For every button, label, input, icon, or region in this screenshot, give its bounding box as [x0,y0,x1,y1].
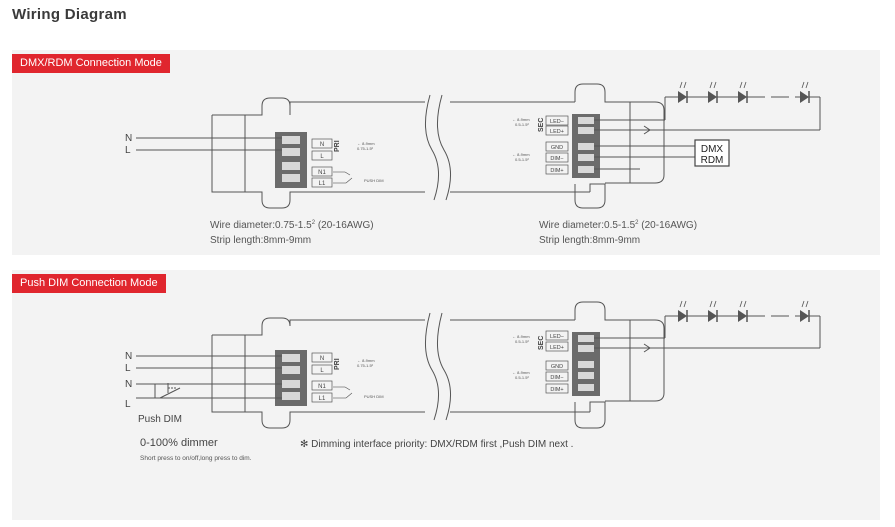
dmx-sec-gauge-note-2: 0.5-1.5² [515,157,529,162]
push-pri-gauge-note: 0.75-1.5² [357,363,374,368]
dmx-box-label: DMX [701,144,724,155]
push-input-l2: L [125,399,131,410]
dmx-pri-terminal-block [275,132,307,188]
dmx-pri-term-n: N [320,142,324,148]
push-sec-gauge-note: 0.5-1.5² [515,339,529,344]
push-pri-term-l1: L1 [319,396,326,402]
dmx-controller-box [694,139,730,167]
push-push-switch-symbol [333,386,353,399]
dmx-sec-gauge-note: 0.5-1.5² [515,122,529,127]
dmx-sec-term-dim-minus: DIM− [550,156,563,162]
dmx-sec-strip-note: ← 8-9mm [512,117,530,122]
push-sec-term-dim-plus: DIM+ [550,387,563,393]
push-pri-term-n1: N1 [318,384,326,390]
dmx-pri-term-l: L [320,154,324,160]
push-sec-label: SEC [538,336,545,350]
dmx-push-dim-small: PUSH DIM [364,178,384,183]
dmx-wire-left-diameter: Wire diameter:0.75-1.52 (20-16AWG) [210,220,374,231]
dmx-sec-term-led-plus: LED+ [550,129,564,135]
dmx-sec-terminal-labels [545,115,569,175]
push-sec-term-led-plus: LED+ [550,345,564,351]
dmx-led-4 [799,81,810,104]
dmx-pri-strip-note: ← 8-9mm [357,141,375,146]
dmx-wire-right-strip: Strip length:8mm-9mm [539,235,640,246]
push-pri-terminal-block [275,350,307,406]
push-sec-strip-note-2: ← 8-9mm [512,370,530,375]
push-sec-term-gnd: GND [551,364,563,370]
push-pri-strip-note: ← 8-9mm [357,358,375,363]
priority-note: ✻ Dimming interface priority: DMX/RDM fi… [300,439,573,450]
dmx-pri-gauge-note: 0.75-1.5² [357,146,374,151]
dmx-section-heading: DMX/RDM Connection Mode [12,54,170,73]
dmx-sec-term-dim-plus: DIM+ [550,168,563,174]
push-input-l: L [125,363,131,374]
dmx-pri-label: PRI [334,140,341,152]
dmx-section-panel [12,50,880,255]
rdm-box-label: RDM [701,155,724,166]
dmx-led-1 [677,81,688,104]
push-pri-terminal-labels [311,352,333,403]
push-led-1 [677,300,688,323]
dmx-wire-right-diameter: Wire diameter:0.5-1.52 (20-16AWG) [539,220,697,231]
dmx-led-2 [707,81,718,104]
dmx-driver-diagram [211,83,665,209]
push-led-3 [737,300,748,323]
push-sec-gauge-note-2: 0.5-1.5² [515,375,529,380]
dmx-push-switch-symbol [333,171,353,184]
push-sec-terminal-block [572,332,600,396]
dmx-pri-terminal-labels [311,138,333,188]
push-led-wiring [594,315,821,353]
page-title: Wiring Diagram [12,6,127,23]
push-push-dim-small: PUSH DIM [364,394,384,399]
dmx-led-wiring [594,96,821,170]
push-sec-term-dim-minus: DIM− [550,375,563,381]
push-driver-diagram [211,301,665,429]
dmx-input-lines [136,137,282,151]
push-section-heading: Push DIM Connection Mode [12,274,166,293]
dmx-sec-strip-note-2: ← 8-9mm [512,152,530,157]
dimmer-title: 0-100% dimmer [140,437,218,449]
push-pri-label: PRI [334,358,341,370]
dmx-input-n: N [125,133,132,144]
dmx-sec-term-gnd: GND [551,145,563,151]
push-led-2 [707,300,718,323]
push-input-lines [136,355,282,399]
push-dim-switch-label: Push DIM [138,414,182,425]
dmx-pri-term-l1: L1 [319,181,326,187]
push-led-4 [799,300,810,323]
push-pri-term-l: L [320,368,324,374]
push-input-n: N [125,351,132,362]
dimmer-note: Short press to on/off,long press to dim. [140,455,252,462]
dmx-led-3 [737,81,748,104]
dmx-sec-label: SEC [538,118,545,132]
push-section-panel [12,270,880,520]
push-sec-term-led-minus: LED− [550,334,564,340]
push-sec-terminal-labels [545,330,569,394]
dmx-sec-term-led-minus: LED− [550,119,564,125]
push-pri-term-n: N [320,356,324,362]
dmx-input-l: L [125,145,131,156]
push-sec-strip-note: ← 8-9mm [512,334,530,339]
dmx-wire-left-strip: Strip length:8mm-9mm [210,235,311,246]
dmx-pri-term-n1: N1 [318,170,326,176]
push-input-n2: N [125,379,132,390]
